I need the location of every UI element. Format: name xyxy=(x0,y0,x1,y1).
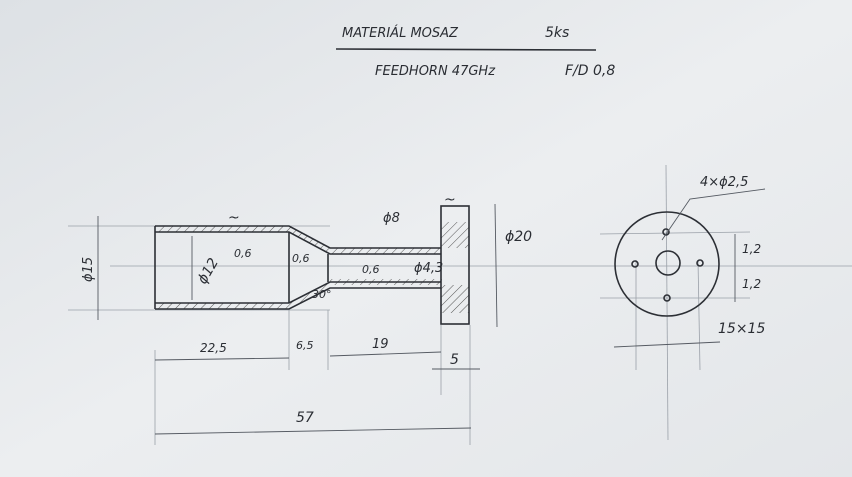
tilde-mark: ~ xyxy=(228,210,240,226)
dim-flange-diameter: ϕ20 xyxy=(505,229,532,245)
section-view xyxy=(154,205,470,325)
title-label: FEEDHORN 47GHz xyxy=(375,64,496,79)
title-underline xyxy=(335,48,597,51)
holes-label: 4×ϕ2,5 xyxy=(700,175,748,190)
dim-length-3: 19 xyxy=(372,337,389,352)
dim-wall: 0,6 xyxy=(234,247,252,260)
ratio-label: F/D 0,8 xyxy=(565,63,615,79)
dim-bore-diameter: ϕ4,3 xyxy=(414,261,443,276)
dim-offset-top: 1,2 xyxy=(742,242,761,256)
quantity-label: 5ks xyxy=(545,25,569,41)
dim-total-length: 57 xyxy=(296,410,314,426)
dim-angle: 30° xyxy=(312,288,332,301)
dim-neck-diameter: ϕ8 xyxy=(383,211,400,226)
dim-length-2: 6,5 xyxy=(296,339,314,352)
dim-outer-diameter: ϕ15 xyxy=(81,257,96,282)
dim-hole-spacing: 15×15 xyxy=(718,321,765,337)
construction-lines xyxy=(68,164,852,445)
dim-wall: 0,6 xyxy=(292,252,310,265)
dim-wall: 0,6 xyxy=(362,263,380,276)
dim-length-1: 22,5 xyxy=(200,341,227,355)
tilde-mark: ~ xyxy=(444,192,456,208)
end-view xyxy=(613,188,766,348)
material-label: MATERIÁL MOSAZ xyxy=(342,25,459,41)
dim-offset-bottom: 1,2 xyxy=(742,277,761,291)
dim-length-4: 5 xyxy=(450,352,459,368)
